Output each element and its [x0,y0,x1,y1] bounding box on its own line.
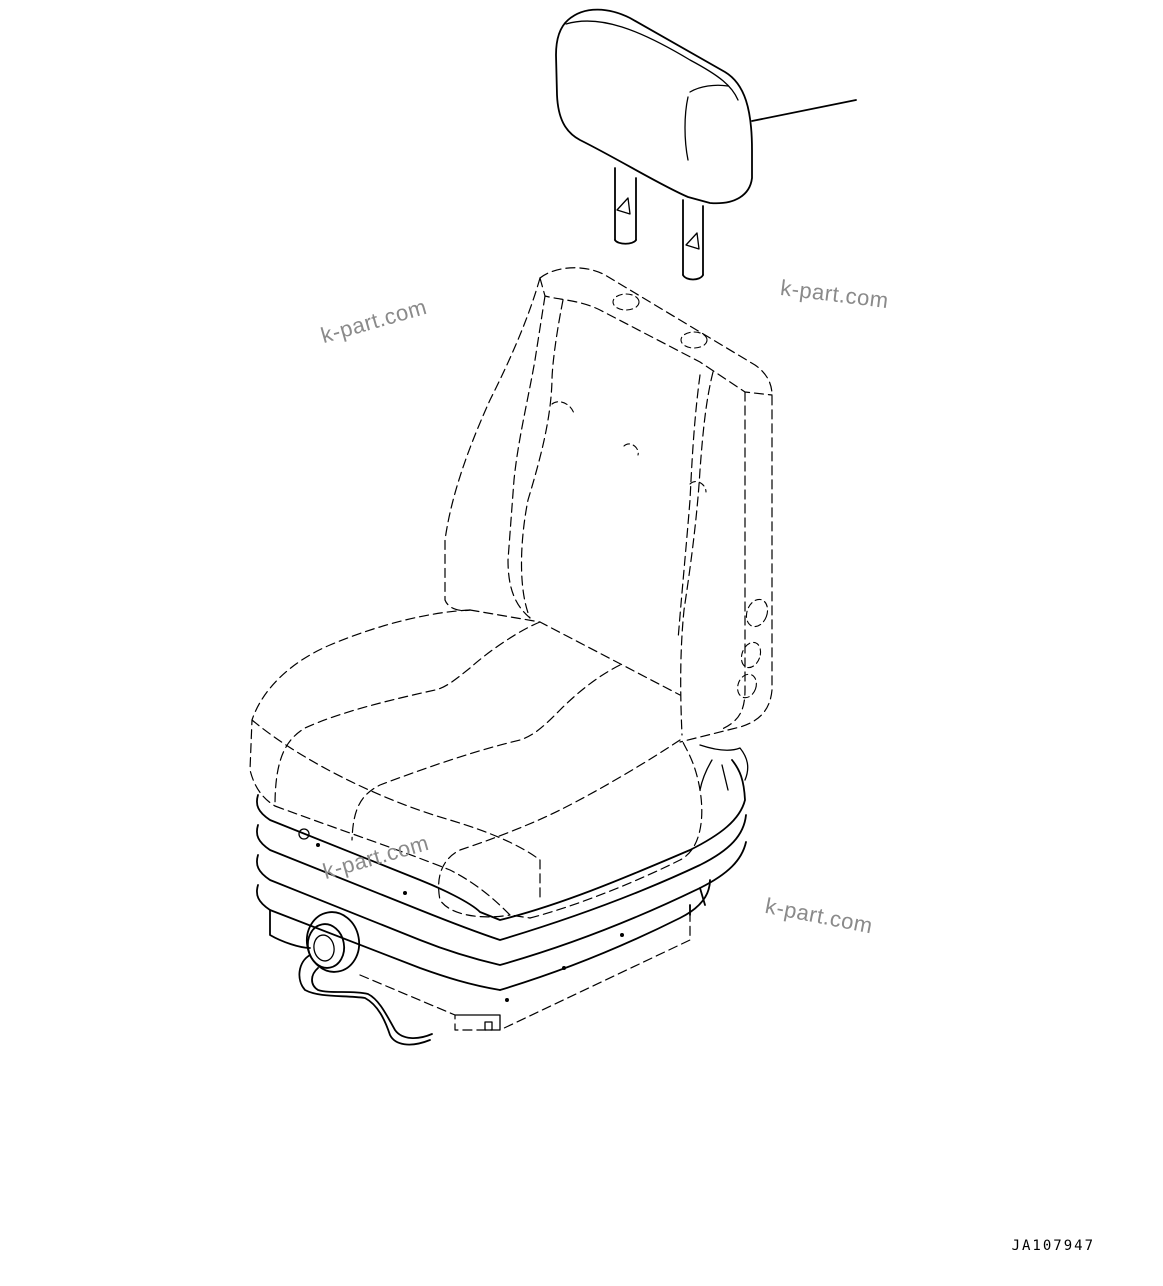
seat-cushion [249,609,703,919]
drawing-code: JA107947 [1011,1238,1095,1254]
suspension-bellows [256,744,749,1031]
headrest-stay [614,167,704,281]
leader-line [751,99,857,122]
seat-back [444,267,773,743]
adjustment-knob [298,911,433,1046]
headrest [555,8,753,205]
